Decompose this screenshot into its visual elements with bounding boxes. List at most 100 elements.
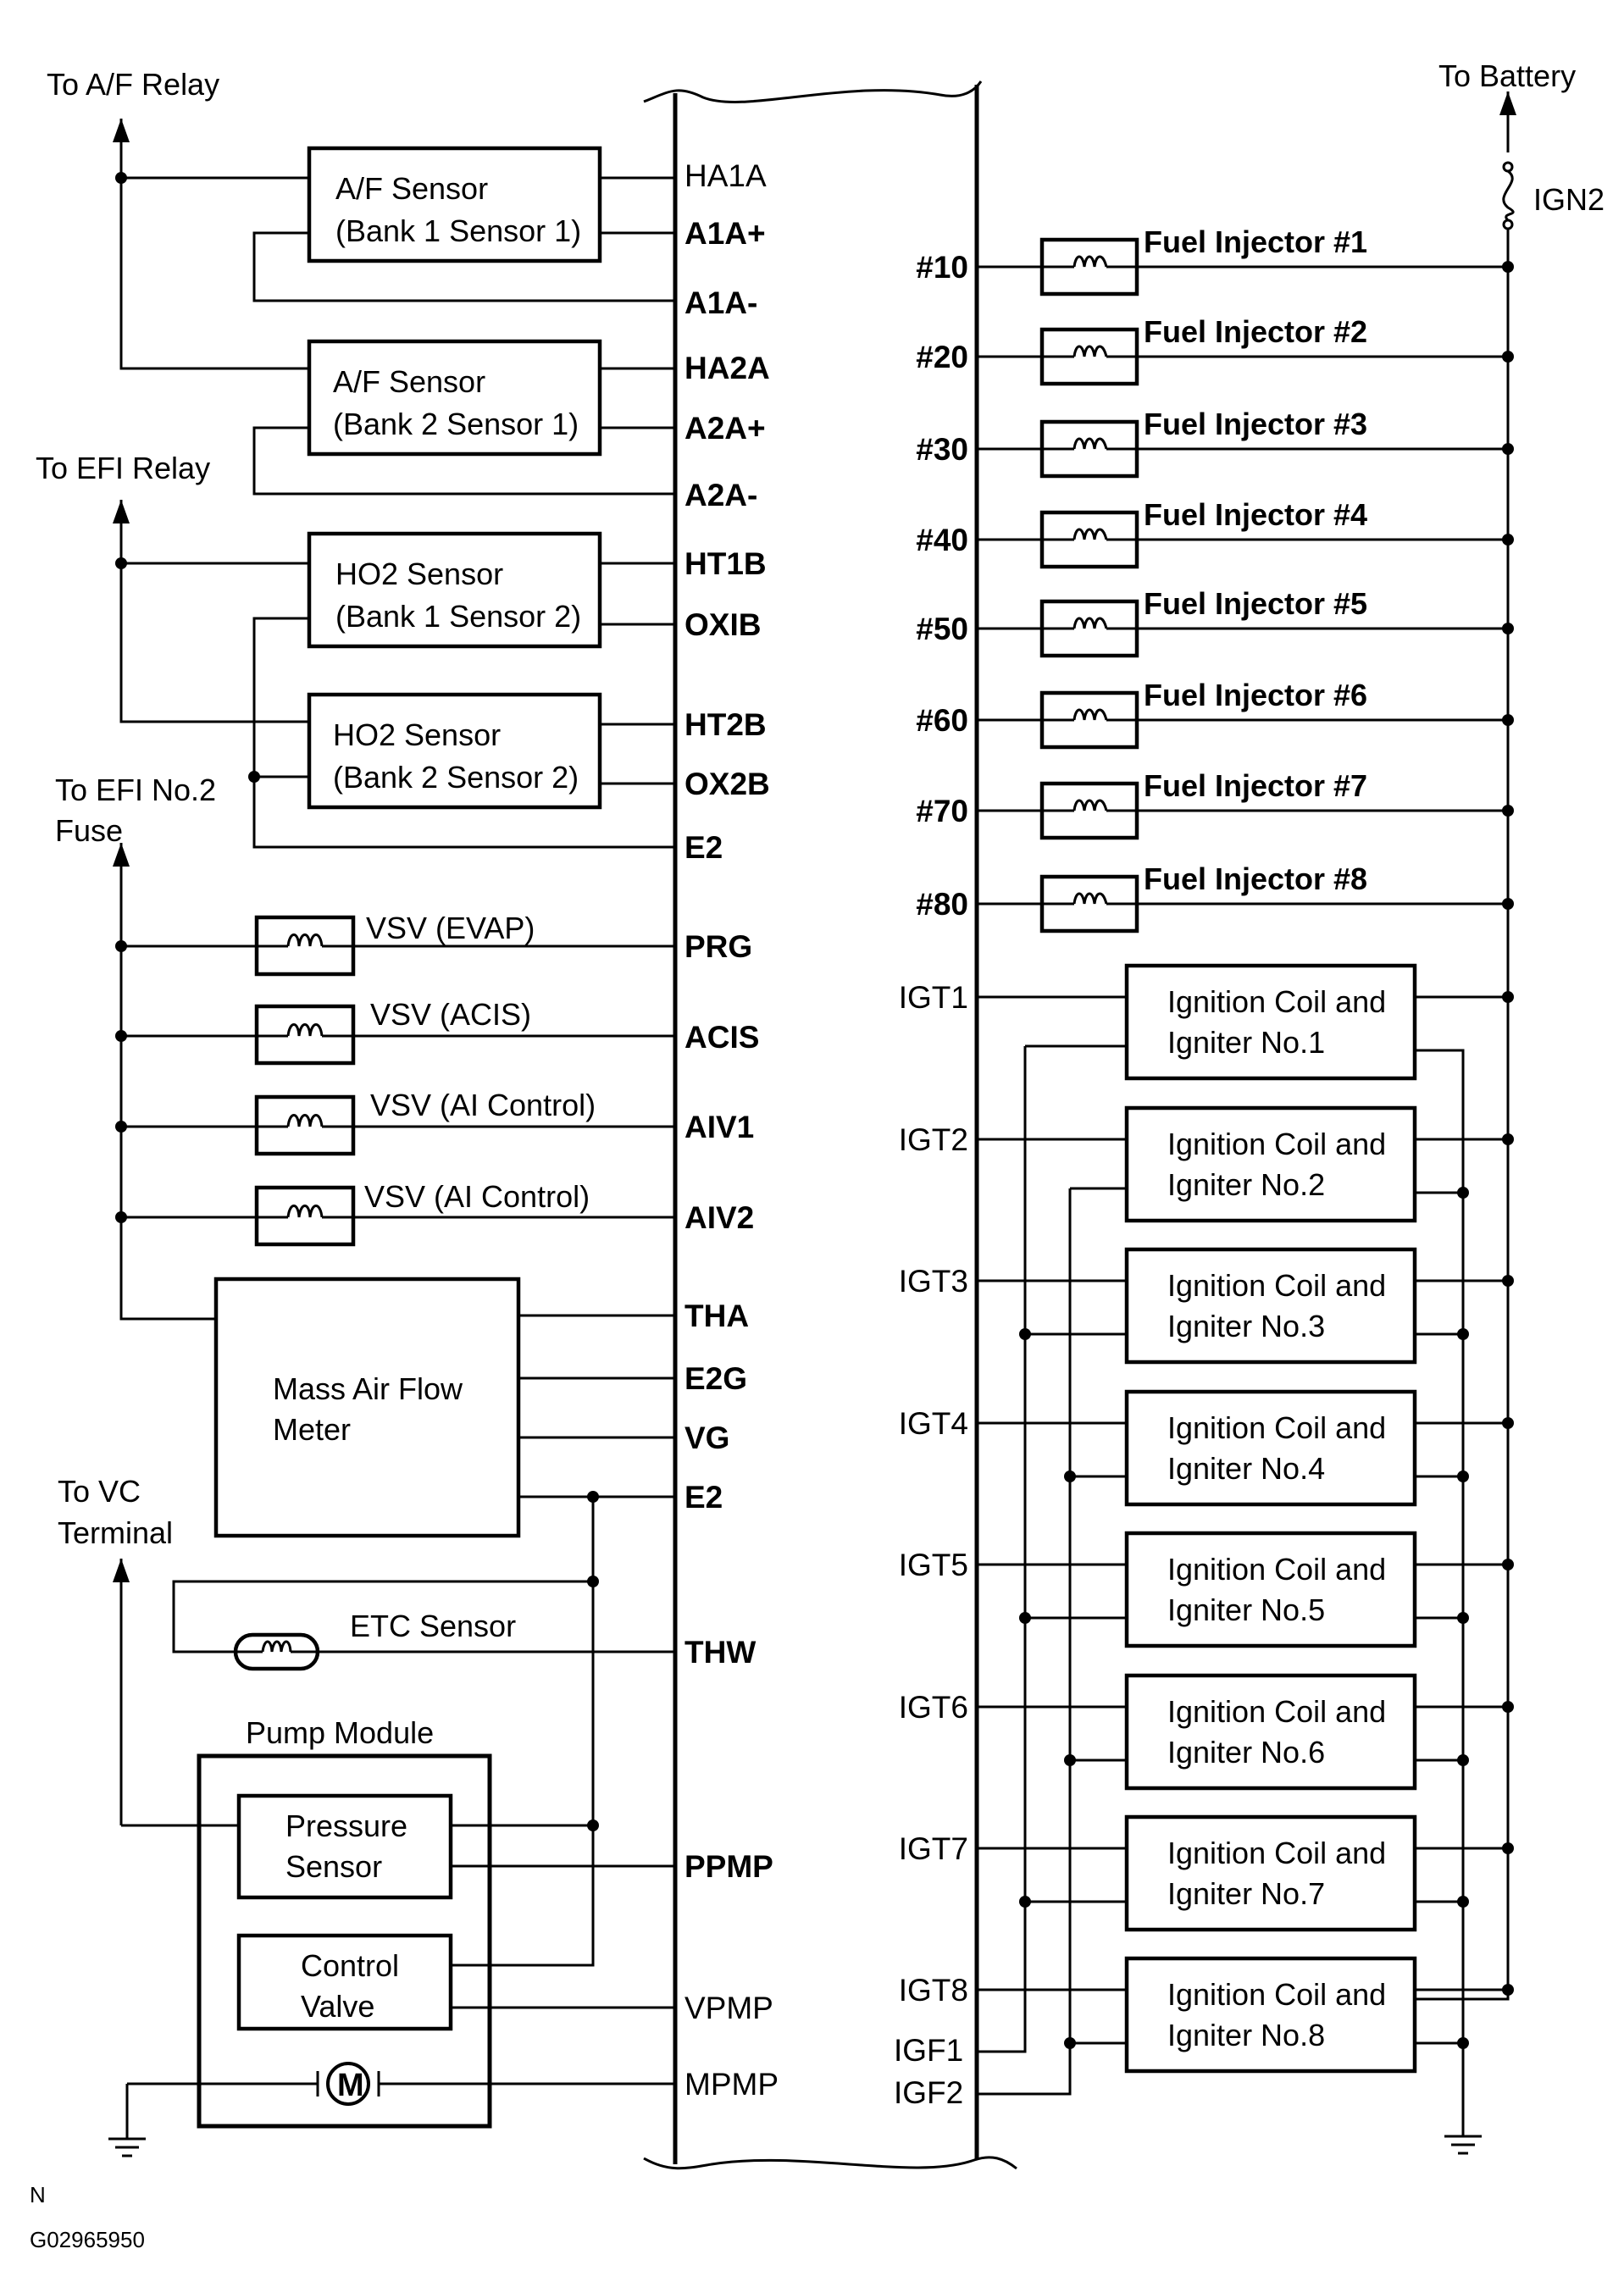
pin-injector-6: #60 (916, 703, 968, 738)
af-sensor-b1s1-line2: (Bank 1 Sensor 1) (335, 213, 581, 248)
left-wiring (108, 119, 675, 2157)
ignition-coil-label-5-line1: Ignition Coil and (1167, 1552, 1386, 1587)
to-efi-no2-fuse-line2: Fuse (55, 813, 123, 848)
ignition-coil-label-2-line2: Igniter No.2 (1167, 1167, 1325, 1202)
to-vc-terminal-line2: Terminal (58, 1515, 173, 1550)
vsv-acis-label: VSV (ACIS) (370, 997, 531, 1032)
pump-module: Pump Module Pressure Sensor Control Valv… (197, 1715, 492, 2129)
pin-prg: PRG (685, 929, 752, 964)
fuel-injector-label-5: Fuel Injector #5 (1144, 586, 1367, 621)
ignition-coil-label-4-line2: Igniter No.4 (1167, 1451, 1325, 1486)
coil-icon (1073, 892, 1108, 905)
pin-oxib: OXIB (685, 607, 761, 642)
ignition-coil-label-1-line2: Igniter No.1 (1167, 1025, 1325, 1060)
motor-symbol: M (337, 2068, 364, 2103)
mass-air-flow-meter: Mass Air Flow Meter (213, 1277, 521, 1538)
ignition-coil-label-7-line2: Igniter No.7 (1167, 1876, 1325, 1911)
coil-icon (1073, 708, 1108, 721)
pin-e2g: E2G (685, 1361, 747, 1396)
pin-aiv1: AIV1 (685, 1110, 754, 1144)
to-vc-terminal-line1: To VC (58, 1474, 141, 1509)
fuel-injector-label-2: Fuel Injector #2 (1144, 314, 1367, 349)
pressure-sensor-line2: Sensor (285, 1849, 382, 1884)
pin-injector-4: #40 (916, 523, 968, 557)
coil-icon (286, 1114, 324, 1127)
coil-icon (286, 1205, 324, 1218)
fuel-injector-label-1: Fuel Injector #1 (1144, 224, 1367, 259)
pin-igt5: IGT5 (899, 1548, 968, 1582)
left-pin-labels: HA1A A1A+ A1A- HA2A A2A+ A2A- HT1B OXIB … (685, 158, 779, 2102)
pin-thw: THW (685, 1635, 756, 1670)
ignition-coil-label-1-line1: Ignition Coil and (1167, 984, 1386, 1019)
ign2-label: IGN2 (1533, 182, 1605, 217)
motor-icon: M (316, 2062, 380, 2106)
to-af-relay-label: To A/F Relay (47, 67, 219, 102)
pin-e2-b: E2 (685, 1480, 723, 1515)
af-sensor-bank1-sensor1: A/F Sensor (Bank 1 Sensor 1) (307, 146, 602, 263)
pressure-sensor (236, 1793, 453, 1900)
vsv-acis: VSV (ACIS) (254, 997, 531, 1066)
igf2-bus (977, 1188, 1072, 2096)
coil-icon (1073, 617, 1108, 629)
pin-a1a-plus: A1A+ (685, 216, 766, 251)
fuel-injector-4: #40 Fuel Injector #4 (916, 497, 1514, 569)
pin-ht2b: HT2B (685, 707, 767, 742)
pin-igt7: IGT7 (899, 1831, 968, 1866)
ho2-sensor-bank2-sensor2: HO2 Sensor (Bank 2 Sensor 2) (307, 692, 602, 810)
vsv-ai-control-2: VSV (AI Control) (254, 1179, 590, 1247)
coil-icon (286, 933, 324, 947)
pin-tha: THA (685, 1299, 749, 1333)
ignition-coil-label-4-line1: Ignition Coil and (1167, 1410, 1386, 1445)
pin-igt1: IGT1 (899, 980, 968, 1015)
pin-e2-a: E2 (685, 830, 723, 865)
coil-icon (1073, 528, 1108, 540)
ignition-coil-label-3-line2: Igniter No.3 (1167, 1309, 1325, 1343)
pin-igt3: IGT3 (899, 1264, 968, 1299)
ignition-coil-label-2-line1: Ignition Coil and (1167, 1127, 1386, 1161)
pin-injector-7: #70 (916, 794, 968, 828)
footer-code-figure: G02965950 (30, 2227, 145, 2252)
etc-sensor: ETC Sensor (233, 1609, 516, 1671)
pin-a2a-minus: A2A- (685, 478, 757, 512)
pin-ox2b: OX2B (685, 767, 770, 801)
ignition-coil-label-5-line2: Igniter No.5 (1167, 1592, 1325, 1627)
pin-acis: ACIS (685, 1020, 759, 1055)
ho2-sensor-b1s2-line2: (Bank 1 Sensor 2) (335, 599, 581, 634)
ignition-coil-label-3-line1: Ignition Coil and (1167, 1268, 1386, 1303)
ho2-sensor-b2s2-line2: (Bank 2 Sensor 2) (333, 760, 579, 795)
maf-line2: Meter (273, 1412, 351, 1447)
fuse-icon (1502, 169, 1515, 222)
fuel-injector-label-4: Fuel Injector #4 (1144, 497, 1367, 532)
control-valve (236, 1933, 453, 2031)
ho2-sensor-b1s2-line1: HO2 Sensor (335, 557, 503, 591)
coil-icon (286, 1023, 324, 1037)
footer-code-n: N (30, 2182, 46, 2207)
pin-ha2a: HA2A (685, 351, 770, 385)
pin-igt2: IGT2 (899, 1122, 968, 1157)
vsv-ai-control-1: VSV (AI Control) (254, 1088, 596, 1156)
etc-sensor-label: ETC Sensor (350, 1609, 516, 1643)
fuel-injector-label-7: Fuel Injector #7 (1144, 768, 1367, 803)
ho2-sensor-b2s2-line1: HO2 Sensor (333, 717, 501, 752)
control-valve-line2: Valve (301, 1989, 374, 2024)
pin-igt4: IGT4 (899, 1406, 968, 1441)
coil-icon (1073, 437, 1108, 450)
ho2-sensor-bank1-sensor2: HO2 Sensor (Bank 1 Sensor 2) (307, 531, 602, 649)
pin-a1a-minus: A1A- (685, 285, 757, 320)
pump-module-label: Pump Module (246, 1715, 434, 1750)
